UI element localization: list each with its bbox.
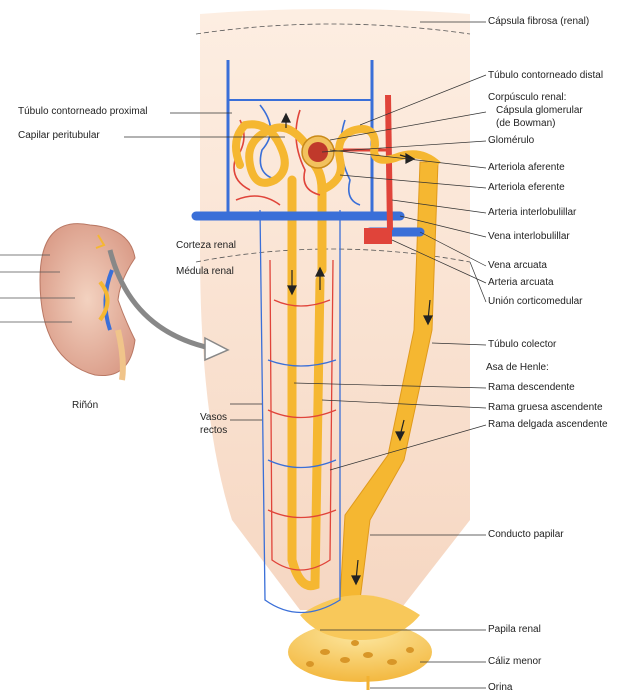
label-arteria-interlobulillar: Arteria interlobulillar xyxy=(488,207,576,219)
label-medula-renal: Médula renal xyxy=(176,266,234,278)
label-corpusculo-renal: Corpúsculo renal: xyxy=(488,92,566,104)
label-conducto-papilar: Conducto papilar xyxy=(488,529,564,541)
label-corteza-renal: Corteza renal xyxy=(176,240,236,252)
label-orina: Orina xyxy=(488,682,512,694)
label-vena-arcuata: Vena arcuata xyxy=(488,260,547,272)
label-glomerulo: Glomérulo xyxy=(488,135,534,147)
label-capsula-glomerular-2: (de Bowman) xyxy=(496,118,555,130)
label-tubulo-colector: Túbulo colector xyxy=(488,339,556,351)
label-rama-descendente: Rama descendente xyxy=(488,382,575,394)
arcuate-artery xyxy=(364,228,392,244)
label-rama-delgada: Rama delgada ascendente xyxy=(488,419,608,431)
label-arteria-arcuata: Arteria arcuata xyxy=(488,277,554,289)
label-union-corticomedular: Unión corticomedular xyxy=(488,296,583,308)
label-asa-henle: Asa de Henle: xyxy=(486,362,549,374)
label-rinon: Riñón xyxy=(72,400,98,412)
label-tubulo-proximal: Túbulo contorneado proximal xyxy=(18,106,148,118)
label-vasos-rectos-2: rectos xyxy=(200,425,227,437)
label-capilar-peritubular: Capilar peritubular xyxy=(18,130,100,142)
label-vena-interlobulillar: Vena interlobulillar xyxy=(488,231,570,243)
label-rama-gruesa: Rama gruesa ascendente xyxy=(488,402,603,414)
label-capsula-glomerular-1: Cápsula glomerular xyxy=(496,105,583,117)
label-vasos-rectos-1: Vasos xyxy=(200,412,227,424)
label-arteriola-aferente: Arteriola aferente xyxy=(488,162,565,174)
label-arteriola-eferente: Arteriola eferente xyxy=(488,182,565,194)
label-caliz-menor: Cáliz menor xyxy=(488,656,541,668)
label-papila-renal: Papila renal xyxy=(488,624,541,636)
label-tubulo-distal: Túbulo contorneado distal xyxy=(488,70,603,82)
label-capsula-fibrosa: Cápsula fibrosa (renal) xyxy=(488,16,589,28)
